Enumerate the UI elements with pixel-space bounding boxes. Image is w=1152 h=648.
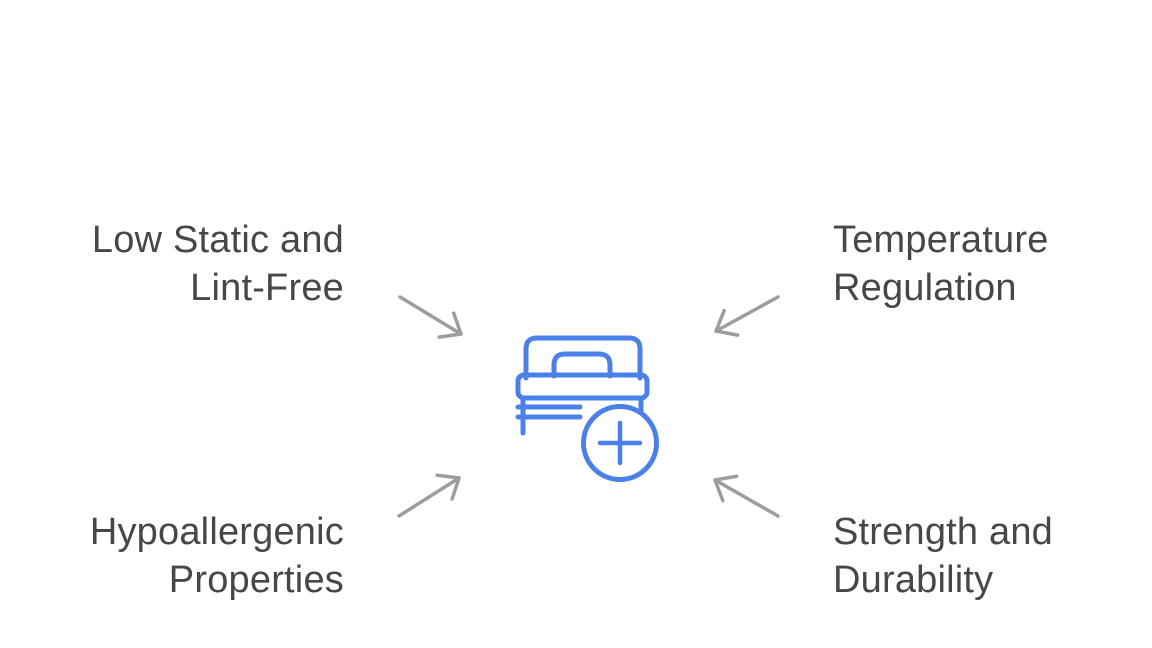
bed-pillow	[551, 351, 613, 379]
label-top-left: Low Static and Lint-Free	[92, 216, 344, 312]
label-bottom-right: Strength and Durability	[833, 508, 1053, 604]
plus-icon	[597, 420, 643, 466]
label-line: Lint-Free	[190, 267, 344, 309]
label-bottom-left: Hypoallergenic Properties	[90, 508, 344, 604]
label-line: Durability	[833, 559, 994, 601]
label-line: Properties	[168, 559, 344, 601]
label-line: Low Static and	[91, 219, 344, 261]
label-line: Temperature	[833, 219, 1049, 261]
bed-mattress	[515, 372, 650, 401]
arrow-bottom-right	[713, 474, 780, 518]
label-line: Hypoallergenic	[89, 511, 344, 553]
arrow-top-left	[398, 295, 463, 339]
label-top-right: Temperature Regulation	[833, 216, 1049, 312]
arrow-bottom-left	[397, 473, 461, 518]
label-line: Strength and	[833, 511, 1054, 553]
arrow-top-right	[714, 295, 780, 337]
bed-plus-icon	[515, 335, 659, 482]
bed-headboard	[523, 335, 643, 381]
label-line: Regulation	[833, 267, 1017, 309]
